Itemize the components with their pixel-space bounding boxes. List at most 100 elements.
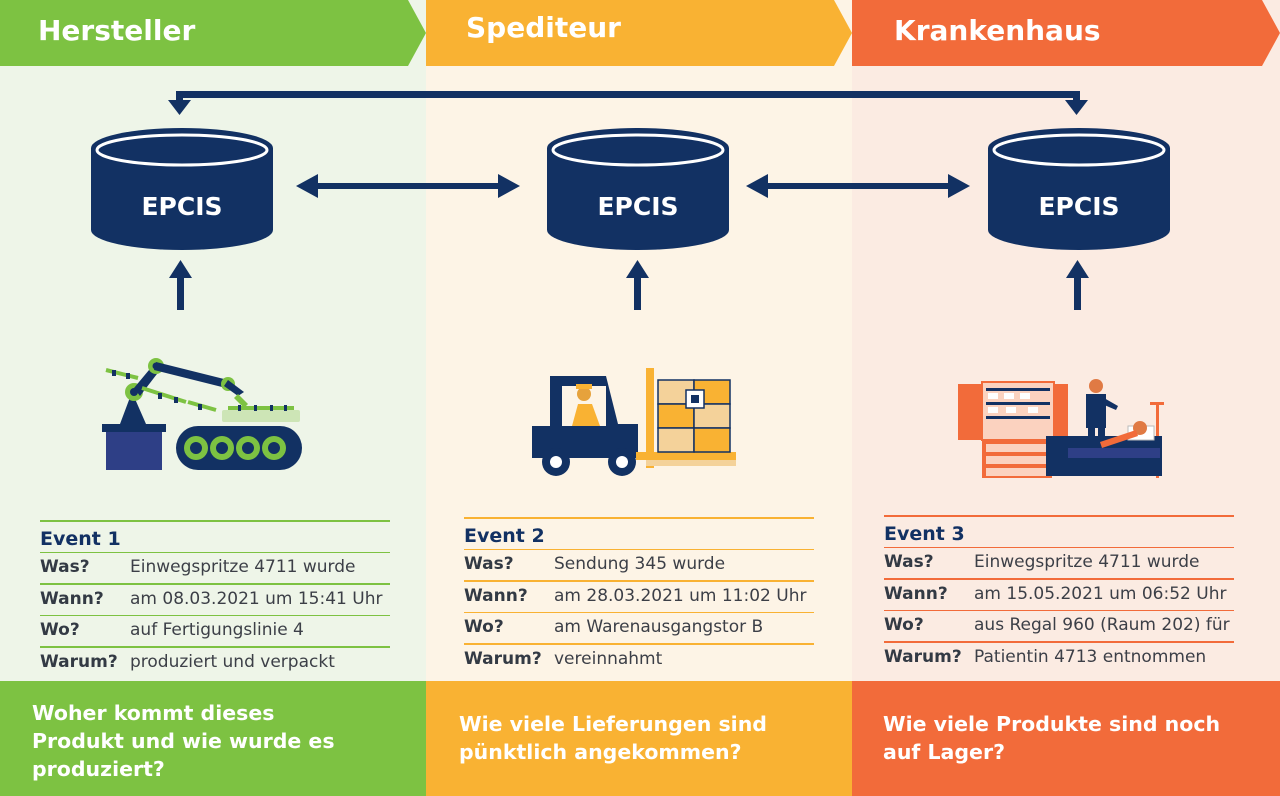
event-title: Event 2 — [464, 524, 545, 547]
banner-arrow-shape — [0, 0, 426, 66]
double-arrow-right-head-b — [948, 174, 970, 198]
question-text: Wie viele Produkte sind noch auf Lager? — [883, 712, 1221, 764]
banner-krankenhaus: Krankenhaus — [852, 0, 1280, 66]
question-text: Woher kommt dieses Produkt und wie wurde… — [32, 701, 335, 781]
event-value: produziert und verpackt — [130, 651, 335, 672]
event-row-warum: Warum? vereinnahmt — [464, 645, 814, 675]
event-key: Warum? — [884, 646, 962, 667]
forklift-icon — [532, 368, 736, 476]
divider — [884, 578, 1234, 580]
banner-title: Spediteur — [466, 11, 621, 44]
database-icon — [91, 128, 273, 250]
top-connector-bar — [176, 91, 1080, 98]
event-row-was: Was? Einwegspritze 4711 wurde — [884, 548, 1234, 578]
connection-arrows — [168, 91, 1089, 310]
question-text: Wie viele Lieferungen sind pünktlich ang… — [459, 712, 767, 764]
robot-arm-icon — [102, 358, 302, 470]
event-row-wann: Wann? am 28.03.2021 um 11:02 Uhr — [464, 582, 814, 612]
arrow-down-left-head — [168, 100, 191, 115]
divider — [884, 546, 1234, 548]
epcis-database-krankenhaus: EPCIS — [986, 126, 1172, 252]
double-arrow-right-head-a — [746, 174, 768, 198]
arrow-up-icon — [177, 276, 184, 310]
event-key: Wo? — [464, 617, 504, 637]
event-key: Wann? — [464, 585, 528, 606]
banner-arrow-shape — [852, 0, 1280, 66]
divider — [464, 548, 814, 550]
event-value: Sendung 345 wurde — [554, 554, 726, 574]
banner-title: Krankenhaus — [894, 14, 1101, 47]
divider — [464, 643, 814, 645]
divider — [884, 641, 1234, 643]
event-row-warum: Warum? produziert und verpackt — [40, 648, 390, 678]
event-row-wann: Wann? am 15.05.2021 um 06:52 Uhr — [884, 580, 1234, 610]
event-value: vereinnahmt — [554, 648, 663, 669]
database-icon — [547, 128, 729, 250]
event-row-wo: Wo? am Warenausgangstor B — [464, 613, 814, 643]
epcis-database-hersteller: EPCIS — [89, 126, 275, 252]
epcis-database-spediteur: EPCIS — [545, 126, 731, 252]
database-label: EPCIS — [597, 192, 679, 221]
arrow-up-icon — [634, 276, 641, 310]
event-key: Wo? — [884, 615, 924, 635]
event-row-wo: Wo? aus Regal 960 (Raum 202) für — [884, 611, 1234, 641]
event-row-warum: Warum? Patientin 4713 entnommen — [884, 643, 1234, 673]
event-key: Was? — [40, 557, 90, 577]
divider — [464, 580, 814, 582]
arrow-up-icon — [1074, 276, 1081, 310]
arrow-up-head — [1066, 260, 1089, 278]
event-key: Warum? — [40, 651, 118, 672]
event-value: auf Fertigungslinie 4 — [130, 620, 304, 640]
double-arrow-left-head-b — [498, 174, 520, 198]
arrow-up-head — [626, 260, 649, 278]
question-panel-spediteur: Wie viele Lieferungen sind pünktlich ang… — [426, 681, 852, 796]
event-value: Einwegspritze 4711 wurde — [130, 557, 356, 577]
event-card-2: Event 2 Was? Sendung 345 wurde Wann? am … — [464, 517, 814, 675]
banner-hersteller: Hersteller — [0, 0, 426, 66]
event-row-wann: Wann? am 08.03.2021 um 15:41 Uhr — [40, 585, 390, 615]
top-connector-left-leg — [176, 91, 183, 101]
double-arrow-right-shaft — [762, 183, 956, 189]
divider — [40, 646, 390, 648]
banner-spediteur: Spediteur — [426, 0, 852, 66]
event-title: Event 1 — [40, 527, 121, 550]
double-arrow-left-head-a — [296, 174, 318, 198]
event-title: Event 3 — [884, 522, 965, 545]
arrow-down-right-head — [1065, 100, 1088, 115]
question-panel-krankenhaus: Wie viele Produkte sind noch auf Lager? — [852, 681, 1280, 796]
banner-title: Hersteller — [38, 14, 196, 47]
event-value: am 15.05.2021 um 06:52 Uhr — [974, 583, 1227, 604]
event-value: am Warenausgangstor B — [554, 617, 764, 637]
event-key: Warum? — [464, 648, 542, 669]
question-panel-hersteller: Woher kommt dieses Produkt und wie wurde… — [0, 681, 426, 796]
divider — [40, 520, 390, 522]
divider — [40, 583, 390, 585]
divider — [464, 517, 814, 519]
divider — [40, 551, 390, 553]
event-key: Was? — [464, 554, 514, 574]
event-value: am 28.03.2021 um 11:02 Uhr — [554, 585, 807, 606]
event-value: am 08.03.2021 um 15:41 Uhr — [130, 588, 383, 609]
event-row-was: Was? Einwegspritze 4711 wurde — [40, 553, 390, 583]
double-arrow-left-shaft — [312, 183, 506, 189]
event-key: Was? — [884, 552, 934, 572]
divider — [464, 611, 814, 613]
top-connector-right-leg — [1073, 91, 1080, 101]
database-icon — [988, 128, 1170, 250]
database-label: EPCIS — [1038, 192, 1120, 221]
event-key: Wo? — [40, 620, 80, 640]
event-row-was: Was? Sendung 345 wurde — [464, 550, 814, 580]
event-value: Einwegspritze 4711 wurde — [974, 552, 1200, 572]
database-label: EPCIS — [141, 192, 223, 221]
event-card-3: Event 3 Was? Einwegspritze 4711 wurde Wa… — [884, 515, 1234, 673]
banner-arrow-shape — [426, 0, 852, 66]
event-value: Patientin 4713 entnommen — [974, 646, 1207, 667]
event-card-1: Event 1 Was? Einwegspritze 4711 wurde Wa… — [40, 520, 390, 678]
event-key: Wann? — [884, 583, 948, 604]
divider — [884, 609, 1234, 611]
event-key: Wann? — [40, 588, 104, 609]
event-value: aus Regal 960 (Raum 202) für — [974, 615, 1230, 635]
event-row-wo: Wo? auf Fertigungslinie 4 — [40, 616, 390, 646]
hospital-room-icon — [958, 379, 1164, 478]
divider — [40, 614, 390, 616]
